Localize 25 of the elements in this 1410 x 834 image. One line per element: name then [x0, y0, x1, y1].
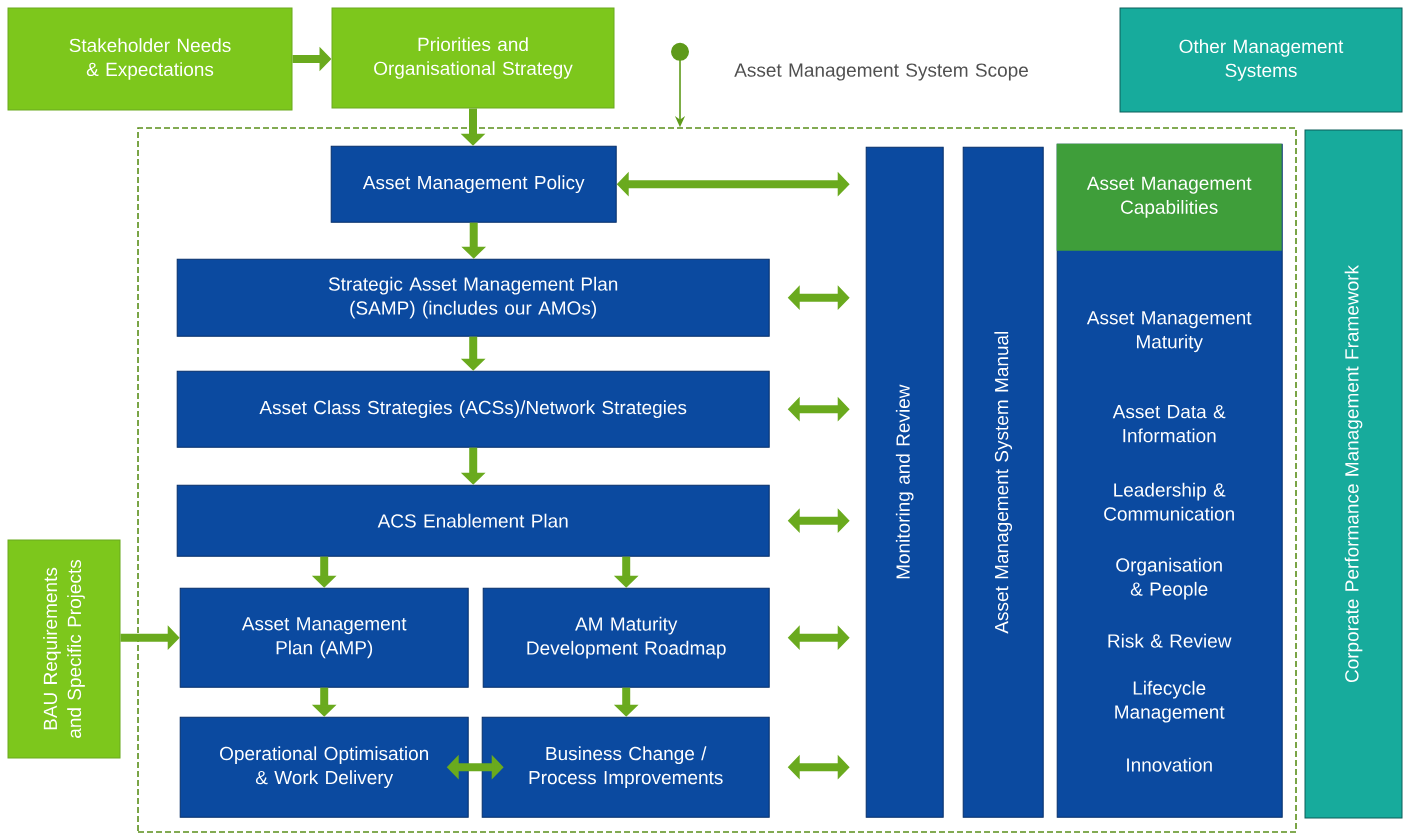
process-box: Asset Class Strategies (ACSs)/Network Strategies: [176, 370, 770, 448]
panel-heading: Asset Management Capabilities: [1056, 143, 1282, 251]
scope-boundary: [137, 127, 1297, 833]
process-box: Asset Management Policy: [330, 145, 617, 223]
process-box: Strategic Asset Management Plan (SAMP) (includes our AMOs): [176, 258, 770, 337]
list-item: Risk & Review: [1108, 633, 1232, 648]
process-box: AM Maturity Development Roadmap: [482, 587, 770, 688]
list-item: Leadership & Communication: [1104, 482, 1234, 521]
process-box: Asset Management Plan (AMP): [179, 587, 469, 688]
list-item: Asset Data & Information: [1112, 405, 1226, 443]
list-item: Organisation & People: [1116, 557, 1222, 600]
vertical-bar: Asset Management System Manual: [962, 146, 1044, 818]
input-box: Stakeholder Needs & Expectations: [7, 7, 293, 111]
process-box: Operational Optimisation & Work Delivery: [179, 716, 469, 818]
vertical-bar: Monitoring and Review: [865, 146, 944, 818]
list-item: Innovation: [1127, 757, 1212, 772]
list-item: Asset Management Maturity: [1086, 311, 1252, 353]
input-box: Priorities and Organisational Strategy: [331, 7, 615, 109]
process-box: Business Change / Process Improvements: [481, 716, 770, 818]
process-box: ACS Enablement Plan: [176, 484, 770, 557]
list-item: Lifecycle Management: [1115, 680, 1225, 723]
vertical-bar: Corporate Performance Management Framework: [1304, 129, 1403, 819]
scope-label: Asset Management System Scope: [734, 63, 1028, 81]
system-box: Other Management Systems: [1119, 7, 1403, 113]
input-box: BAU Requirements and Specific Projects: [7, 539, 121, 759]
